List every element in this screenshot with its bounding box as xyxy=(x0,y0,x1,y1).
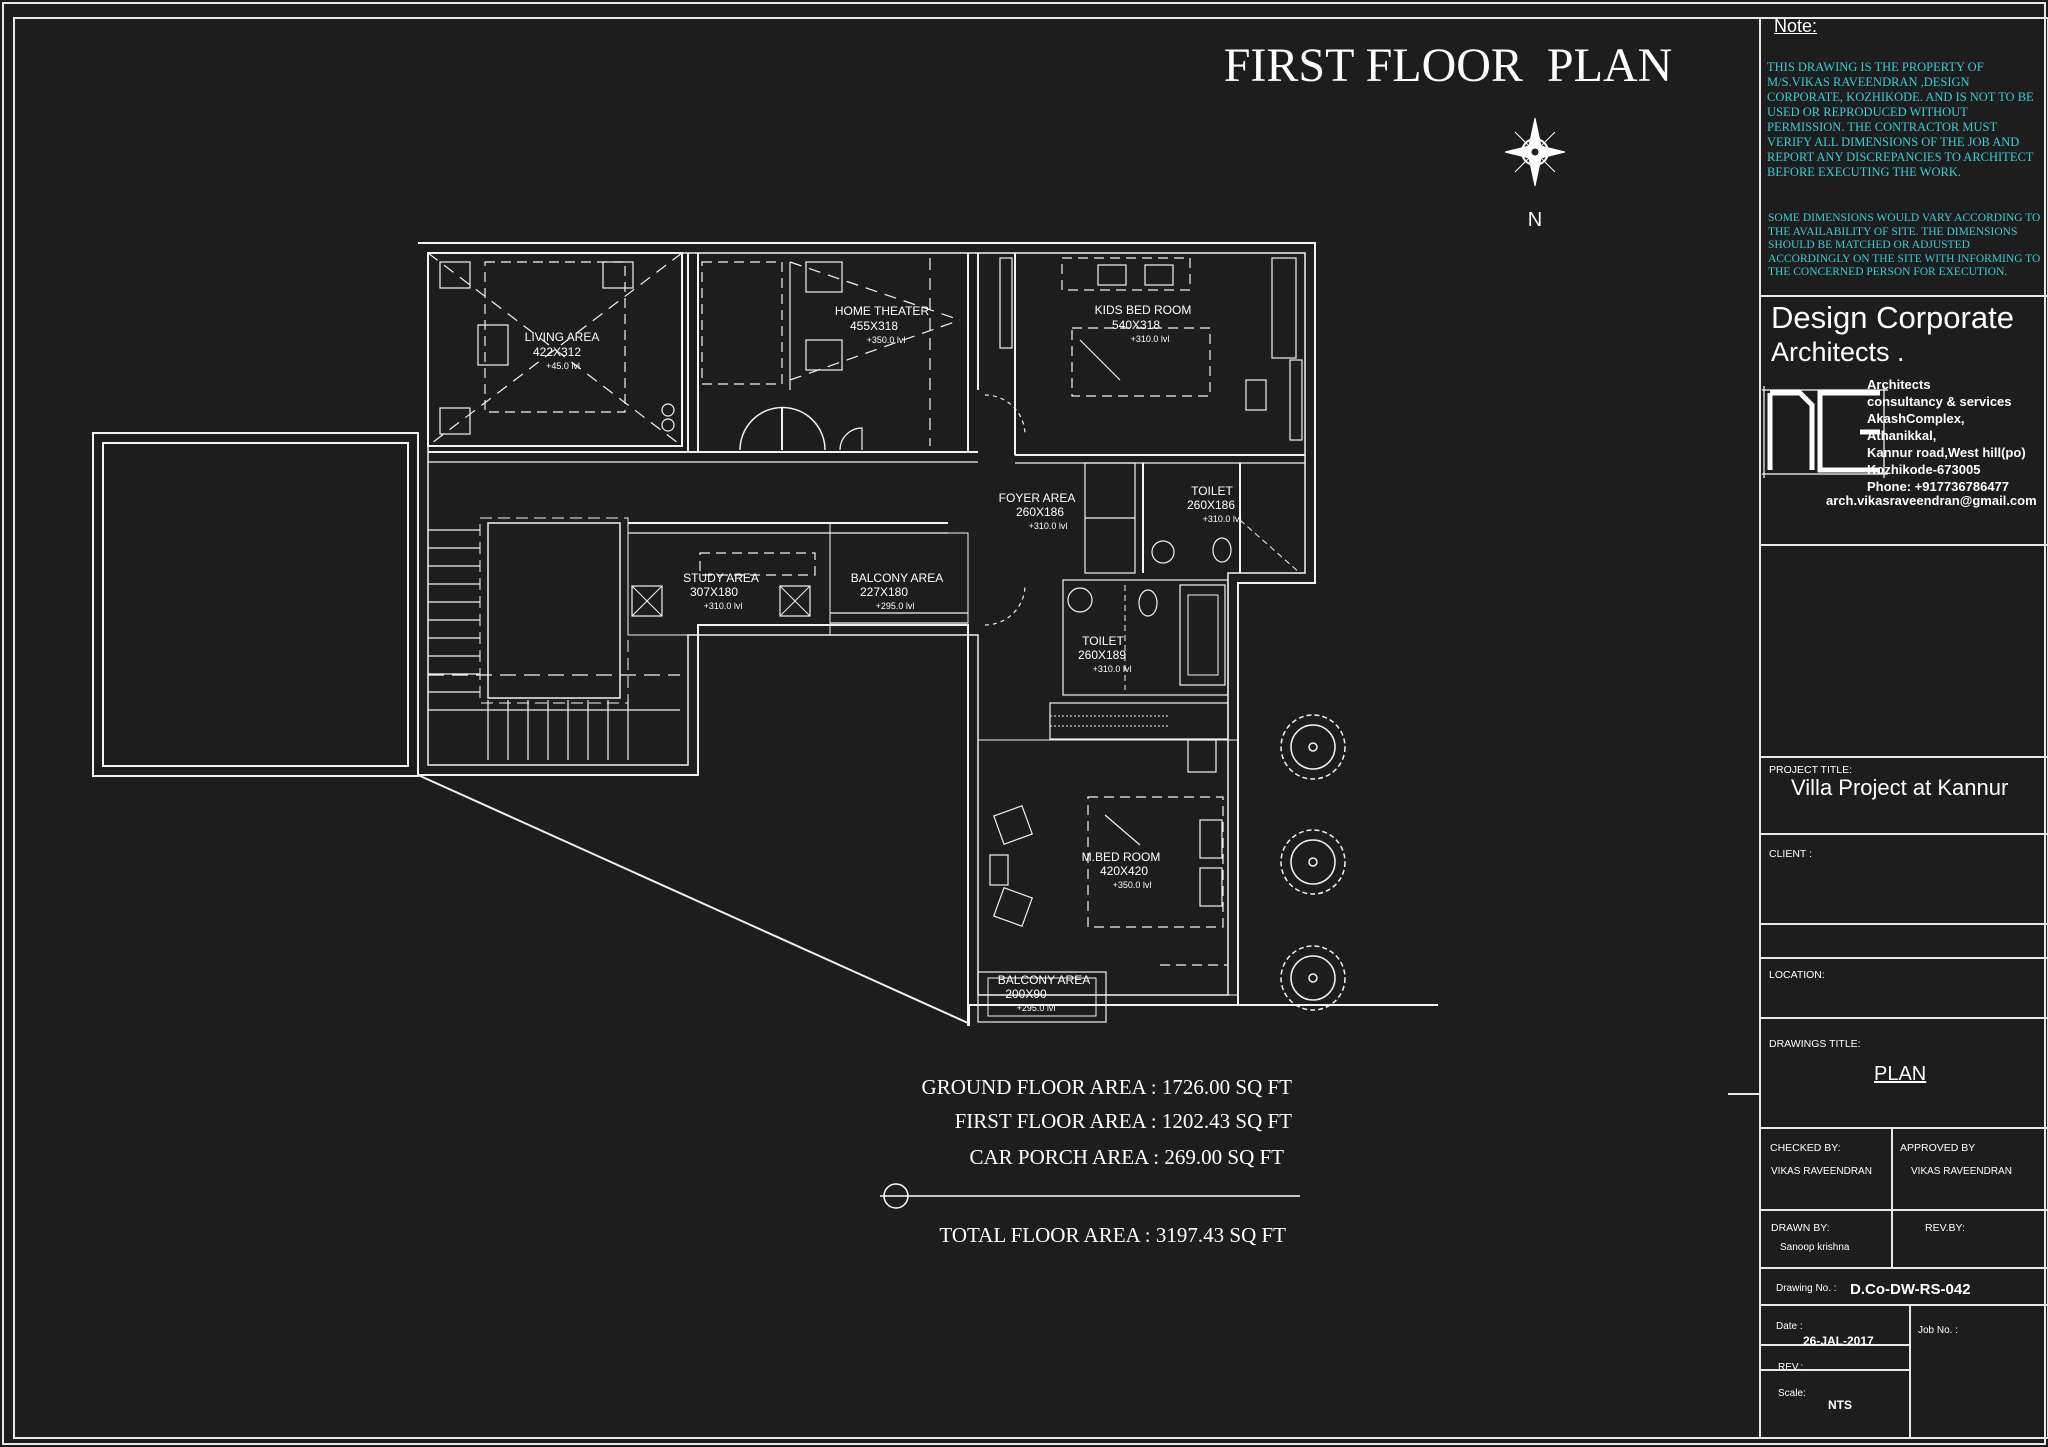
room-name: FOYER AREA xyxy=(999,491,1076,505)
room-level: +350.0 lvl xyxy=(867,335,906,345)
rev-by-label: REV.BY: xyxy=(1925,1222,1965,1234)
room-label: TOILET 260X186 +310.0 lvl xyxy=(1187,484,1241,524)
checked-by-value: VIKAS RAVEENDRAN xyxy=(1771,1166,1872,1177)
firm-logo xyxy=(1762,386,1888,478)
scale-value: NTS xyxy=(1828,1398,1852,1412)
room-label: HOME THEATER 455X318 +350.0 lvl xyxy=(835,304,930,345)
address-line: consultancy & services xyxy=(1867,394,2012,409)
room-name: HOME THEATER xyxy=(835,304,930,318)
address-line: Phone: +917736786477 xyxy=(1867,479,2010,494)
room-name: STUDY AREA xyxy=(683,571,759,585)
drawing-no-value: D.Co-DW-RS-042 xyxy=(1850,1281,1971,1298)
room-label: KIDS BED ROOM 540X318 +310.0 lvl xyxy=(1095,303,1192,344)
ground-floor-area: GROUND FLOOR AREA : 1726.00 SQ FT xyxy=(922,1075,1293,1099)
tree-icon xyxy=(1280,945,1346,1011)
room-label: STUDY AREA 307X180 +310.0 lvl xyxy=(683,571,759,611)
room-size: 307X180 xyxy=(690,585,738,599)
total-floor-area: TOTAL FLOOR AREA : 3197.43 SQ FT xyxy=(939,1223,1286,1247)
room-size: 455X318 xyxy=(850,319,898,333)
room-level: +310.0 lvl xyxy=(704,601,743,611)
date-value: 26-JAL-2017 xyxy=(1803,1334,1874,1348)
room-size: 227X180 xyxy=(860,585,908,599)
note-paragraph-1: THIS DRAWING IS THE PROPERTY OF M/S.VIKA… xyxy=(1767,60,2034,179)
outer-wall xyxy=(417,242,1316,1026)
address-line: Athanikkal, xyxy=(1867,428,1937,443)
room-name: TOILET xyxy=(1191,484,1233,498)
room-label: BALCONY AREA 200X90 +295.0 lvl xyxy=(998,973,1090,1013)
job-no-label: Job No. : xyxy=(1918,1325,1959,1336)
room-level: +295.0 lvl xyxy=(1017,1003,1056,1013)
scale-label: Scale: xyxy=(1778,1388,1806,1399)
room-label: M.BED ROOM 420X420 +350.0 lvl xyxy=(1082,850,1161,890)
room-label: BALCONY AREA 227X180 +295.0 lvl xyxy=(851,571,943,611)
room-level: +45.0 lvl xyxy=(546,361,580,371)
terrace-outline xyxy=(92,432,419,777)
room-size: 540X318 xyxy=(1112,318,1160,332)
room-level: +295.0 lvl xyxy=(876,601,915,611)
area-summary: GROUND FLOOR AREA : 1726.00 SQ FT FIRST … xyxy=(922,1075,1293,1247)
firm-address: Architects consultancy & services AkashC… xyxy=(1867,376,2026,495)
approved-by-value: VIKAS RAVEENDRAN xyxy=(1911,1166,2012,1177)
room-size: 422X312 xyxy=(533,345,581,359)
room-label: LIVING AREA 422X312 +45.0 lvl xyxy=(525,330,600,371)
room-level: +310.0 lvl xyxy=(1029,521,1068,531)
room-name: BALCONY AREA xyxy=(851,571,943,585)
room-level: +310.0 lvl xyxy=(1203,514,1242,524)
room-labels: LIVING AREA 422X312 +45.0 lvl HOME THEAT… xyxy=(525,303,1242,1013)
room-name: TOILET xyxy=(1082,634,1124,648)
firm-name-line2: Architects . xyxy=(1771,337,1905,367)
title-block xyxy=(1728,18,2048,1438)
tree-icon xyxy=(1280,714,1346,780)
room-size: 260X189 xyxy=(1078,648,1126,662)
address-line: Architects xyxy=(1867,377,1931,392)
north-arrow-icon xyxy=(1504,117,1566,187)
rev-label: REV.: xyxy=(1778,1362,1804,1373)
firm-email: arch.vikasraveendran@gmail.com xyxy=(1826,493,2037,508)
north-label: N xyxy=(1528,209,1542,231)
drawn-by-label: DRAWN BY: xyxy=(1771,1222,1830,1234)
checked-by-label: CHECKED BY: xyxy=(1770,1142,1841,1154)
sum-line xyxy=(880,1183,1300,1209)
project-title: Villa Project at Kannur xyxy=(1791,775,2009,800)
room-size: 260X186 xyxy=(1187,498,1235,512)
room-size: 200X90 xyxy=(1005,987,1047,1001)
room-name: M.BED ROOM xyxy=(1082,850,1161,864)
plan-title: FIRST FLOOR PLAN xyxy=(1224,39,1673,92)
drawings-title: PLAN xyxy=(1874,1063,1927,1085)
room-label: FOYER AREA 260X186 +310.0 lvl xyxy=(999,491,1076,531)
room-size: 420X420 xyxy=(1100,864,1148,878)
drawings-title-label: DRAWINGS TITLE: xyxy=(1769,1038,1861,1050)
room-level: +350.0 lvl xyxy=(1113,880,1152,890)
firm-name-line1: Design Corporate xyxy=(1771,300,2014,335)
room-label: TOILET 260X189 +310.0 lvl xyxy=(1078,634,1131,674)
room-level: +310.0 lvl xyxy=(1131,334,1170,344)
project-title-label: PROJECT TITLE: xyxy=(1769,764,1853,776)
note-paragraph-2: SOME DIMENSIONS WOULD VARY ACCORDING TO … xyxy=(1768,212,2041,279)
address-line: Kannur road,West hill(po) xyxy=(1867,445,2026,460)
note-heading: Note: xyxy=(1774,16,1818,36)
room-name: LIVING AREA xyxy=(525,330,600,344)
drawing-no-label: Drawing No. : xyxy=(1776,1283,1837,1294)
address-line: Kozhikode-673005 xyxy=(1867,462,1981,477)
date-label: Date : xyxy=(1776,1321,1803,1332)
floor-plan xyxy=(92,242,1438,1026)
room-name: KIDS BED ROOM xyxy=(1095,303,1192,317)
drawn-by-value: Sanoop krishna xyxy=(1780,1242,1850,1253)
client-label: CLIENT : xyxy=(1769,848,1812,860)
address-line: AkashComplex, xyxy=(1867,411,1965,426)
inner-border xyxy=(13,17,2048,1439)
approved-by-label: APPROVED BY xyxy=(1900,1142,1976,1154)
tree-icon xyxy=(1280,829,1346,895)
location-label: LOCATION: xyxy=(1769,969,1825,981)
car-porch-area: CAR PORCH AREA : 269.00 SQ FT xyxy=(970,1145,1285,1169)
room-size: 260X186 xyxy=(1016,505,1064,519)
room-name: BALCONY AREA xyxy=(998,973,1090,987)
room-level: +310.0 lvl xyxy=(1093,664,1132,674)
first-floor-area: FIRST FLOOR AREA : 1202.43 SQ FT xyxy=(955,1109,1293,1133)
